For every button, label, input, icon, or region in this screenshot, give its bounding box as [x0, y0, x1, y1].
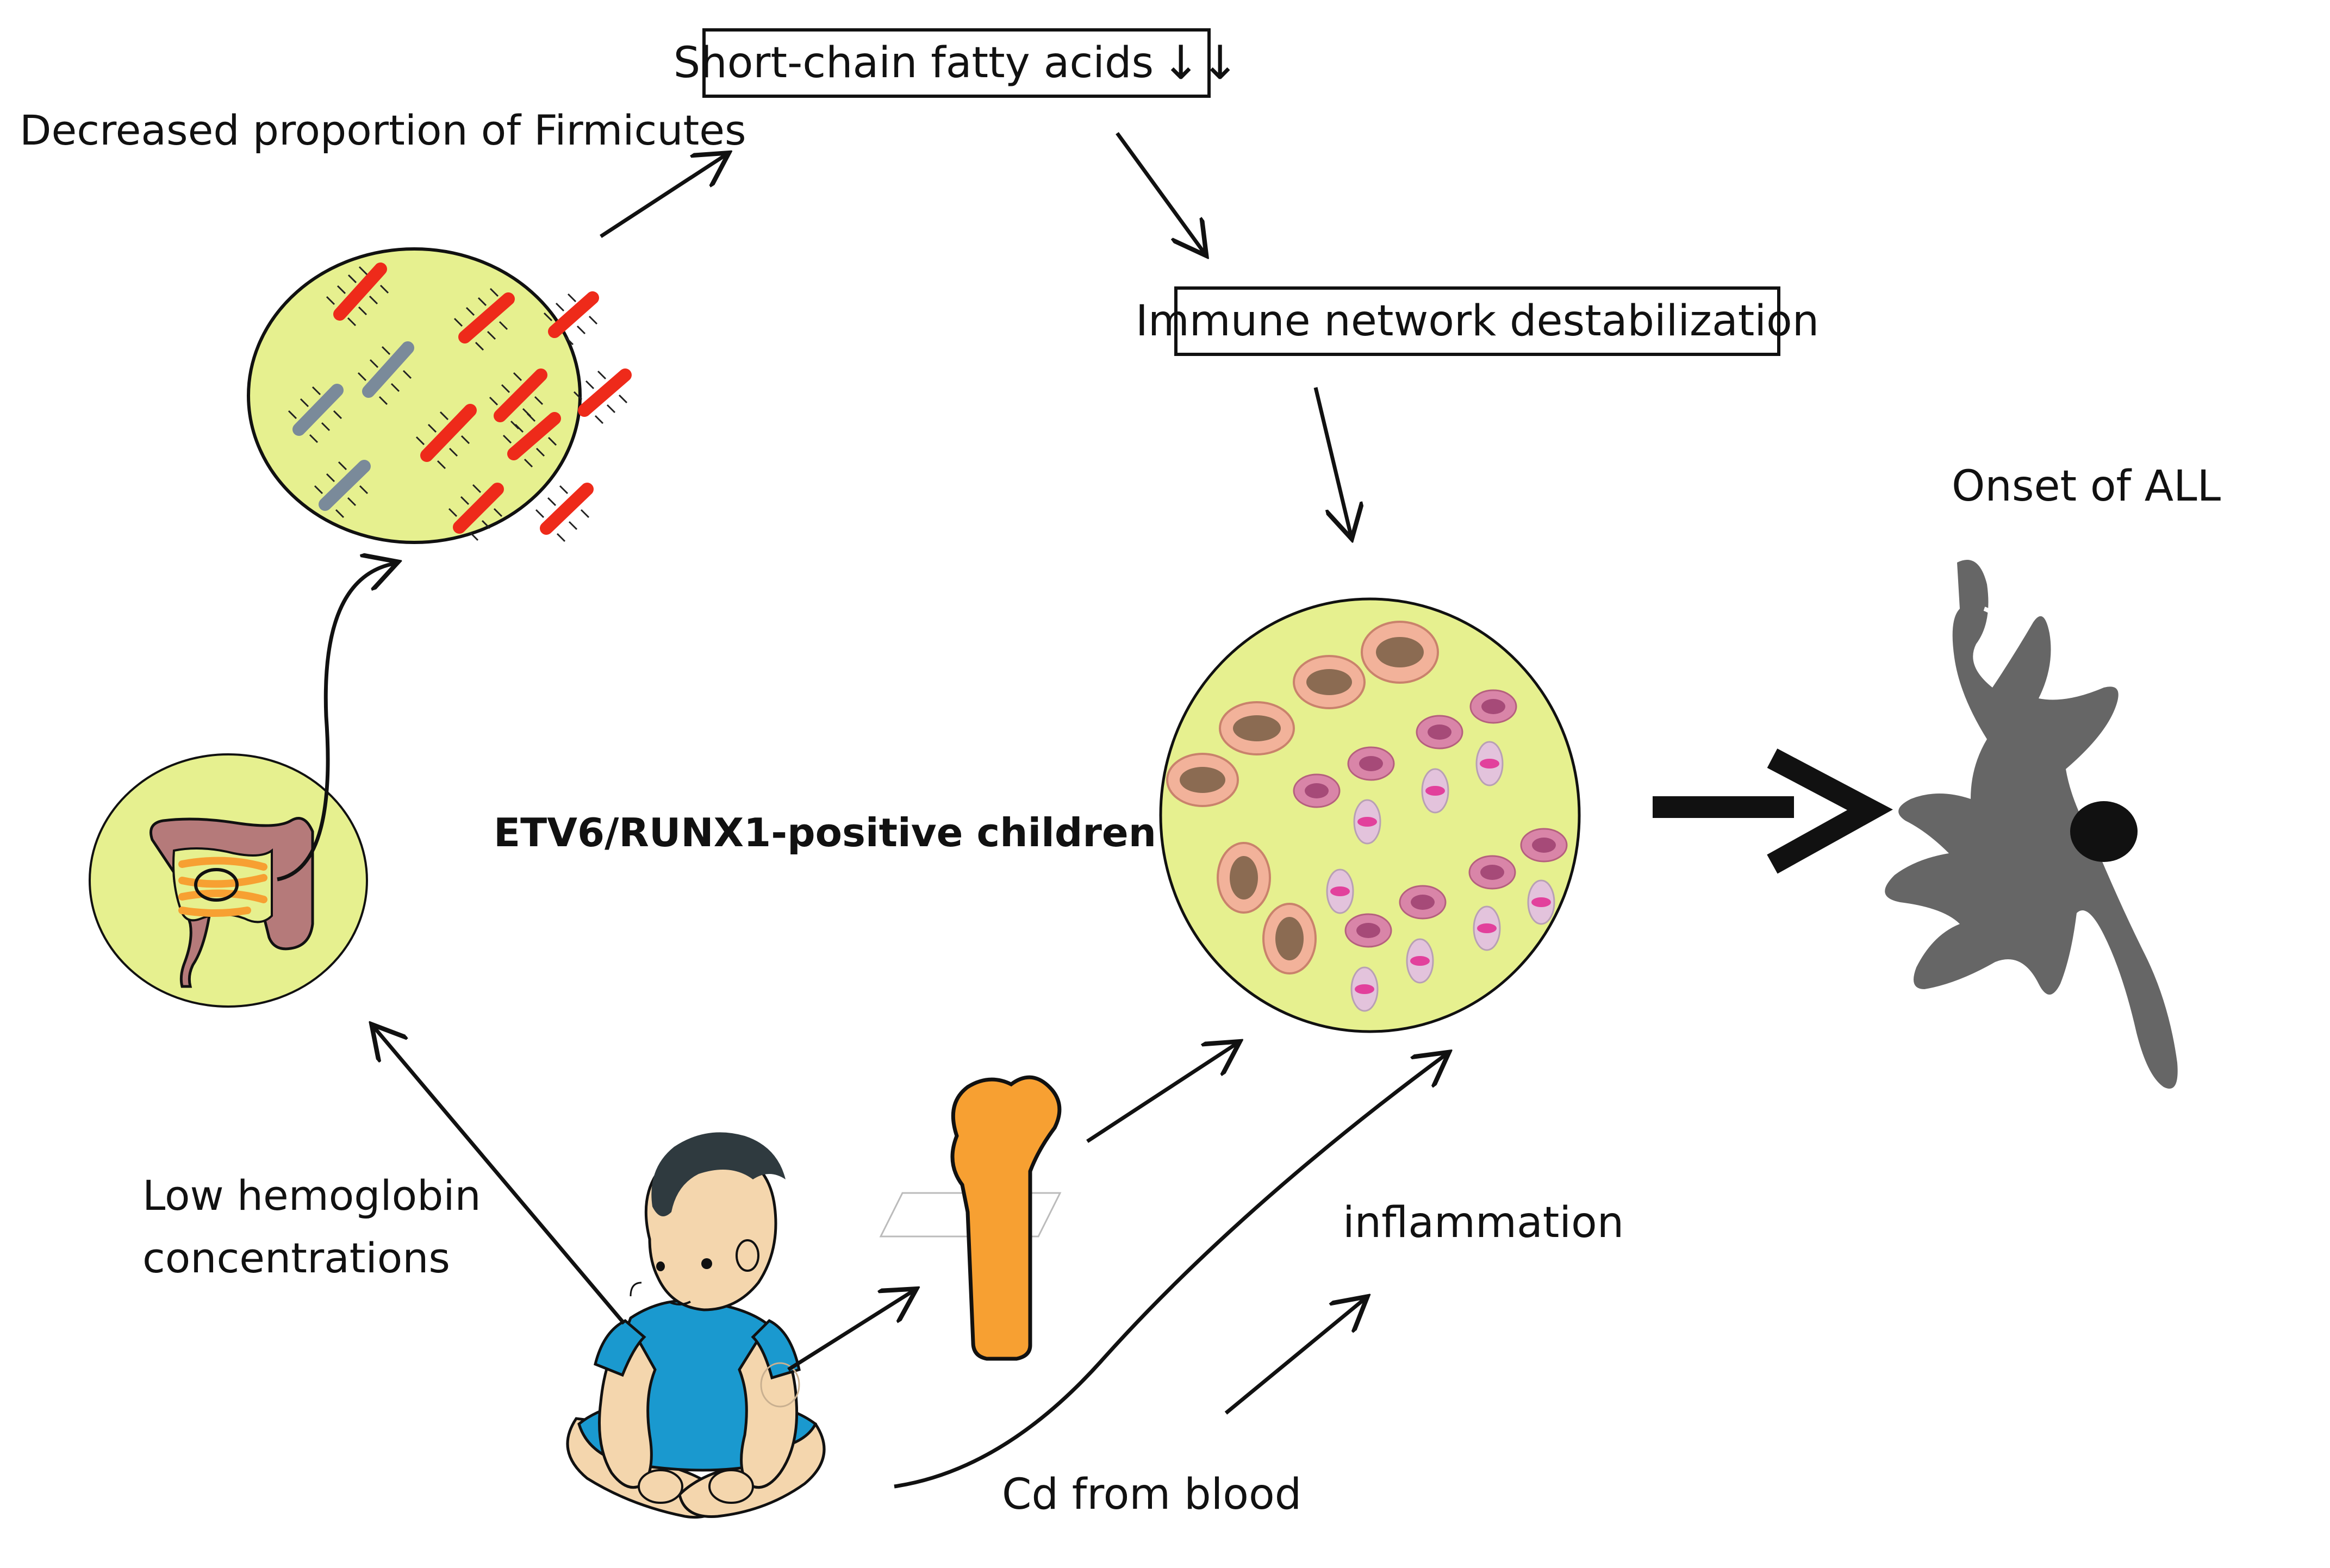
box-immune: Immune network destabilization	[1136, 286, 1819, 356]
box-scfa: Short-chain fatty acids↓↓	[674, 28, 1239, 98]
label-etv6: ETV6/RUNX1-positive children	[494, 810, 1156, 855]
arrow-inflammation	[1224, 1299, 1365, 1415]
label-immune: Immune network destabilization	[1135, 297, 1820, 346]
small-cells	[1293, 689, 1568, 948]
arrow-firmicutes-to-scfa	[600, 155, 726, 238]
arrow-immune-to-marrow	[1313, 387, 1351, 535]
bacteria-flagella	[288, 266, 628, 542]
oval-cells	[1326, 741, 1555, 1012]
leukemia-cell	[1885, 560, 2178, 1089]
arrow-cd-to-marrow	[894, 1054, 1446, 1489]
label-hemoglobin-line2: concentrations	[142, 1234, 450, 1282]
arrows	[277, 132, 1893, 1489]
intestine-icon	[149, 817, 314, 988]
bone-marrow-circle	[1159, 597, 1581, 1033]
label-onset: Onset of ALL	[1952, 462, 2221, 511]
arrow-bone-to-marrow	[1086, 1044, 1237, 1143]
bone-icon	[879, 1075, 1062, 1361]
label-scfa: Short-chain fatty acids	[673, 39, 1154, 88]
arrow-baby-to-bone	[787, 1291, 913, 1371]
label-cd-blood: Cd from blood	[1002, 1470, 1302, 1519]
label-hemoglobin-line1: Low hemoglobin	[142, 1171, 481, 1220]
arrow-marrow-to-onset-head	[1767, 748, 1893, 874]
label-inflammation: inflammation	[1343, 1198, 1624, 1247]
large-cells	[1166, 621, 1439, 974]
arrow-intestine-to-microbiota	[277, 563, 395, 882]
microbiota-circle	[247, 247, 632, 544]
arrow-baby-to-intestine	[374, 1027, 626, 1325]
arrow-scfa-to-immune	[1116, 132, 1204, 253]
intestine-circle	[89, 753, 368, 1008]
label-scfa-arrows: ↓↓	[1161, 36, 1240, 90]
firmicutes-bacteria-red	[333, 263, 632, 535]
baby-illustration	[566, 1132, 826, 1519]
bacteria-gray	[292, 341, 414, 511]
label-firmicutes: Decreased proportion of Firmicutes	[20, 106, 746, 154]
